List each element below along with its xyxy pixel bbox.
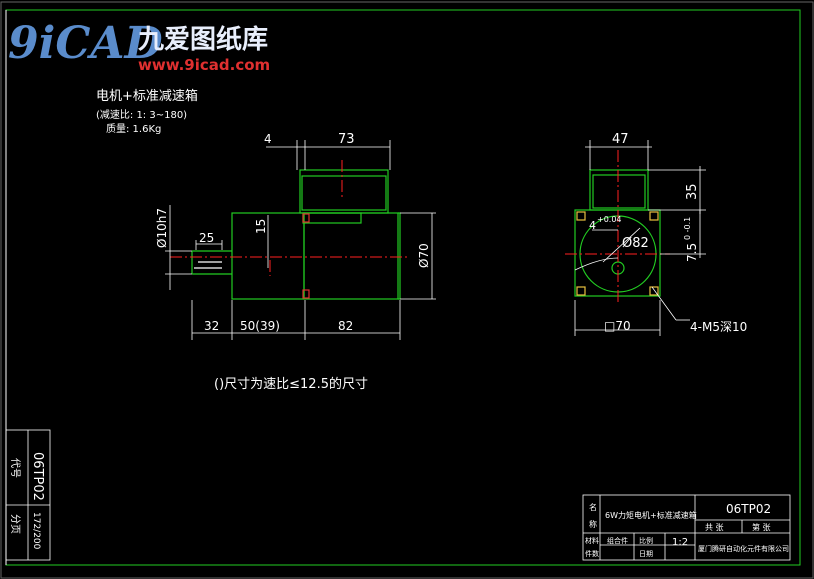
strip-code-label: 代号 [9, 458, 21, 478]
front-dim-phi70: Ø70 [417, 243, 431, 268]
side-dim-47: 47 [612, 132, 629, 147]
side-tol-7-5: 0 -0.1 [683, 217, 692, 240]
side-strip: 06TP02 代号 分页 172/200 [5, 429, 51, 561]
side-centerlines [565, 150, 670, 305]
note-title: 电机+标准减速箱 [96, 88, 198, 104]
tb-total-label: 共 张 [705, 523, 724, 532]
note-weight: 质量: 1.6Kg [106, 123, 161, 135]
tb-product-name: 6W力矩电机+标准减速箱 [605, 510, 697, 520]
tb-company: 厦门腾研自动化元件有限公司 [698, 544, 789, 553]
front-dim-phi10h7: Ø10h7 [155, 208, 169, 248]
side-holes: 4-M5深10 [690, 320, 747, 334]
tb-drawing-code: 06TP02 [726, 502, 771, 516]
tb-sheet-label: 第 张 [752, 522, 771, 532]
front-dim-15: 15 [254, 219, 268, 234]
tb-scale-label: 比例 [639, 536, 653, 545]
front-centerlines [170, 160, 410, 276]
side-dim-phi82: Ø82 [622, 236, 649, 251]
strip-page: 172/200 [31, 512, 41, 550]
note-footnote: ()尺寸为速比≤12.5的尺寸 [214, 376, 368, 392]
front-dimensions [165, 140, 436, 340]
brand-text: 九爱图纸库 [137, 24, 268, 55]
side-dim-sq70: □70 [604, 319, 631, 333]
tb-date-label: 日期 [639, 550, 653, 558]
side-dimensions [574, 140, 706, 336]
side-dim-4: 4 [589, 219, 596, 232]
tb-material-label: 材料 [585, 536, 599, 545]
strip-sheets-label: 分页 [9, 514, 21, 534]
strip-code: 06TP02 [30, 452, 45, 501]
note-ratio: (减速比: 1: 3~180) [96, 109, 187, 121]
front-dim-32: 32 [204, 319, 219, 333]
front-dim-4: 4 [264, 132, 272, 146]
watermark-logo: 9iCAD 九爱图纸库 www.9icad.com [8, 18, 270, 74]
brand-letters: 9iCAD [8, 18, 163, 69]
front-dim-50-39: 50(39) [240, 319, 280, 333]
front-view: 4 73 Ø10h7 25 15 Ø70 32 50(39) 82 [155, 132, 436, 340]
tb-quantity-label: 件数 [585, 549, 599, 558]
front-dim-73: 73 [338, 132, 355, 147]
front-dim-25: 25 [199, 231, 214, 245]
side-dim-35: 35 [685, 183, 700, 200]
brand-url: www.9icad.com [138, 56, 270, 74]
front-dim-82: 82 [338, 319, 353, 333]
title-block: 名 称 6W力矩电机+标准减速箱 06TP02 共 张 第 张 材料 组合件 比… [582, 494, 791, 561]
side-dim-7-5: 7.5 [685, 243, 699, 262]
front-outline [191, 169, 401, 300]
tb-combination-label: 组合件 [607, 536, 628, 545]
tb-scale-value: 1:2 [672, 537, 688, 548]
side-view: 47 35 4 +0.04 Ø82 7.5 0 -0.1 □70 4-M5深10 [565, 132, 747, 336]
tb-name-label-2: 称 [589, 519, 597, 529]
tb-name-label-1: 名 [589, 502, 597, 512]
side-tol-plus: +0.04 [597, 215, 622, 224]
